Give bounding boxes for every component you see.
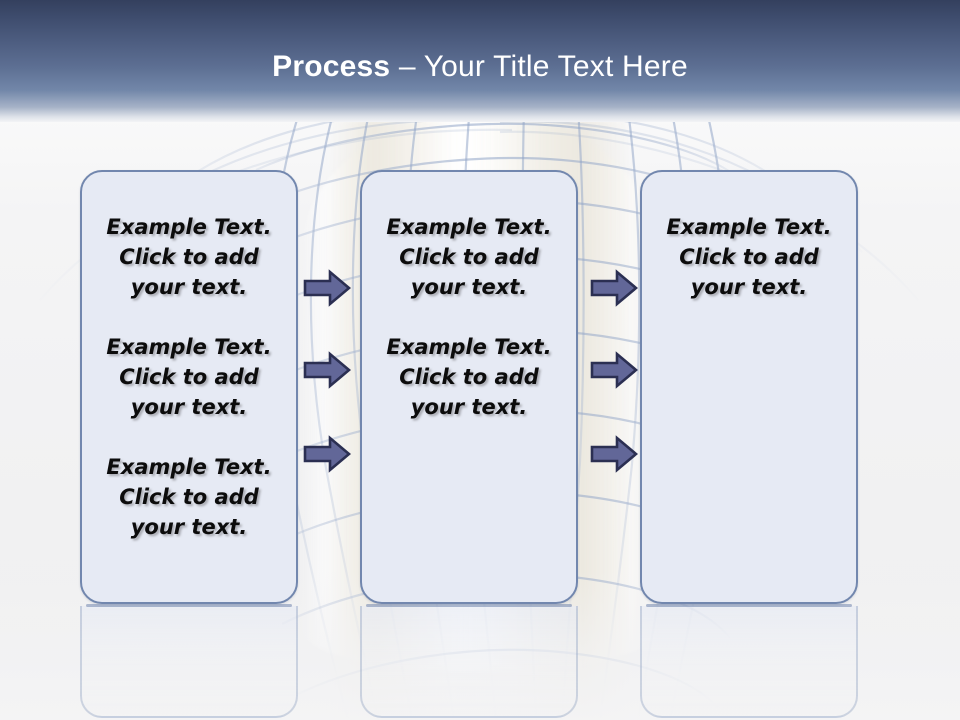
page-title-rest: – Your Title Text Here (390, 50, 688, 83)
process-box-2[interactable]: Example Text. Click to add your text. Ex… (360, 170, 578, 604)
process-box-3-text-1[interactable]: Example Text. Click to add your text. (666, 215, 832, 299)
arrow-right-icon-1-1[interactable] (303, 269, 352, 307)
process-box-1-text-1[interactable]: Example Text. Click to add your text. (106, 215, 272, 299)
process-box-1-text-2[interactable]: Example Text. Click to add your text. (106, 335, 272, 419)
process-box-2-text-2[interactable]: Example Text. Click to add your text. (386, 335, 552, 419)
process-box-1-text-3[interactable]: Example Text. Click to add your text. (106, 455, 272, 539)
arrow-right-icon-1-3[interactable] (303, 435, 352, 473)
process-box-2-text-1[interactable]: Example Text. Click to add your text. (386, 215, 552, 299)
arrow-right-icon-1-2[interactable] (303, 351, 352, 389)
arrow-right-icon-2-2[interactable] (590, 351, 639, 389)
page-title: Process – Your Title Text Here (0, 50, 960, 84)
process-box-1[interactable]: Example Text. Click to add your text. Ex… (80, 170, 298, 604)
arrow-right-icon-2-3[interactable] (590, 435, 639, 473)
process-box-3[interactable]: Example Text. Click to add your text. (640, 170, 858, 604)
arrow-right-icon-2-1[interactable] (590, 269, 639, 307)
page-title-bold: Process (272, 50, 391, 83)
slide-header-band (0, 0, 960, 122)
